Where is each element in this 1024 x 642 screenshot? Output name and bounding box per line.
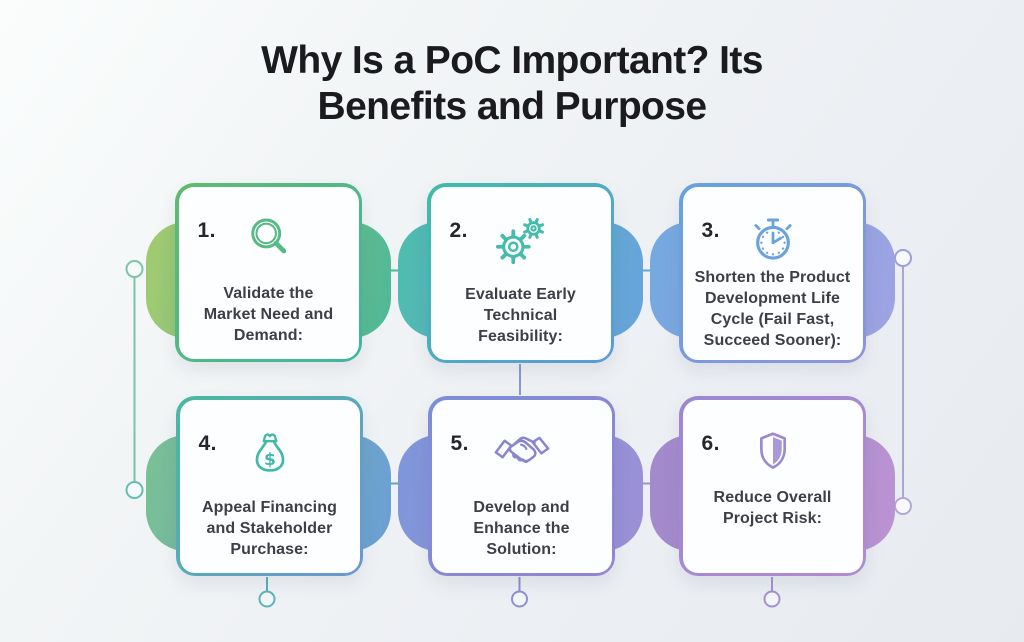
svg-text:$: $ — [264, 450, 276, 470]
card-text: Develop and Enhance the Solution: — [473, 498, 570, 558]
card-body: 4. $ Appeal Financing and Stakeholder Pu… — [179, 399, 360, 573]
card-develop-solution: 5. Develop and Enhance the Solution: — [428, 396, 615, 576]
card-body: 6. Reduce Overall Project Risk: — [682, 399, 863, 573]
card-shorten-lifecycle: 3. — [679, 183, 866, 363]
stopwatch-icon — [745, 213, 801, 265]
card-number: 6. — [701, 431, 721, 455]
card-reduce-risk: 6. Reduce Overall Project Risk: — [679, 396, 866, 576]
card-text: Shorten the Product Development Life Cyc… — [694, 268, 851, 349]
card-number: 3. — [701, 218, 721, 242]
shield-icon — [748, 426, 798, 474]
card-text: Reduce Overall Project Risk: — [713, 488, 832, 527]
card-body: 3. — [682, 186, 863, 360]
handshake-icon — [491, 426, 553, 473]
card-number: 5. — [450, 431, 470, 455]
gears-icon — [492, 213, 550, 267]
magnifier-icon — [241, 213, 297, 265]
card-body: 2. — [430, 186, 611, 360]
card-number: 4. — [198, 431, 218, 455]
card-text: Appeal Financing and Stakeholder Purchas… — [202, 498, 337, 558]
page-title: Why Is a PoC Important? Its Benefits and… — [261, 39, 763, 128]
card-appeal-financing: 4. $ Appeal Financing and Stakeholder Pu… — [176, 396, 363, 576]
card-body: 1. Validate the Market Need and Demand: — [178, 186, 359, 359]
card-validate-market: 1. Validate the Market Need and Demand: — [175, 183, 362, 362]
money-bag-icon: $ — [243, 426, 297, 478]
card-number: 2. — [449, 218, 469, 242]
card-number: 1. — [197, 218, 217, 242]
card-body: 5. Develop and Enhance the Solution: — [431, 399, 612, 573]
card-technical-feasibility: 2. — [427, 183, 614, 363]
card-text: Validate the Market Need and Demand: — [203, 284, 334, 344]
card-text: Evaluate Early Technical Feasibility: — [465, 285, 576, 345]
